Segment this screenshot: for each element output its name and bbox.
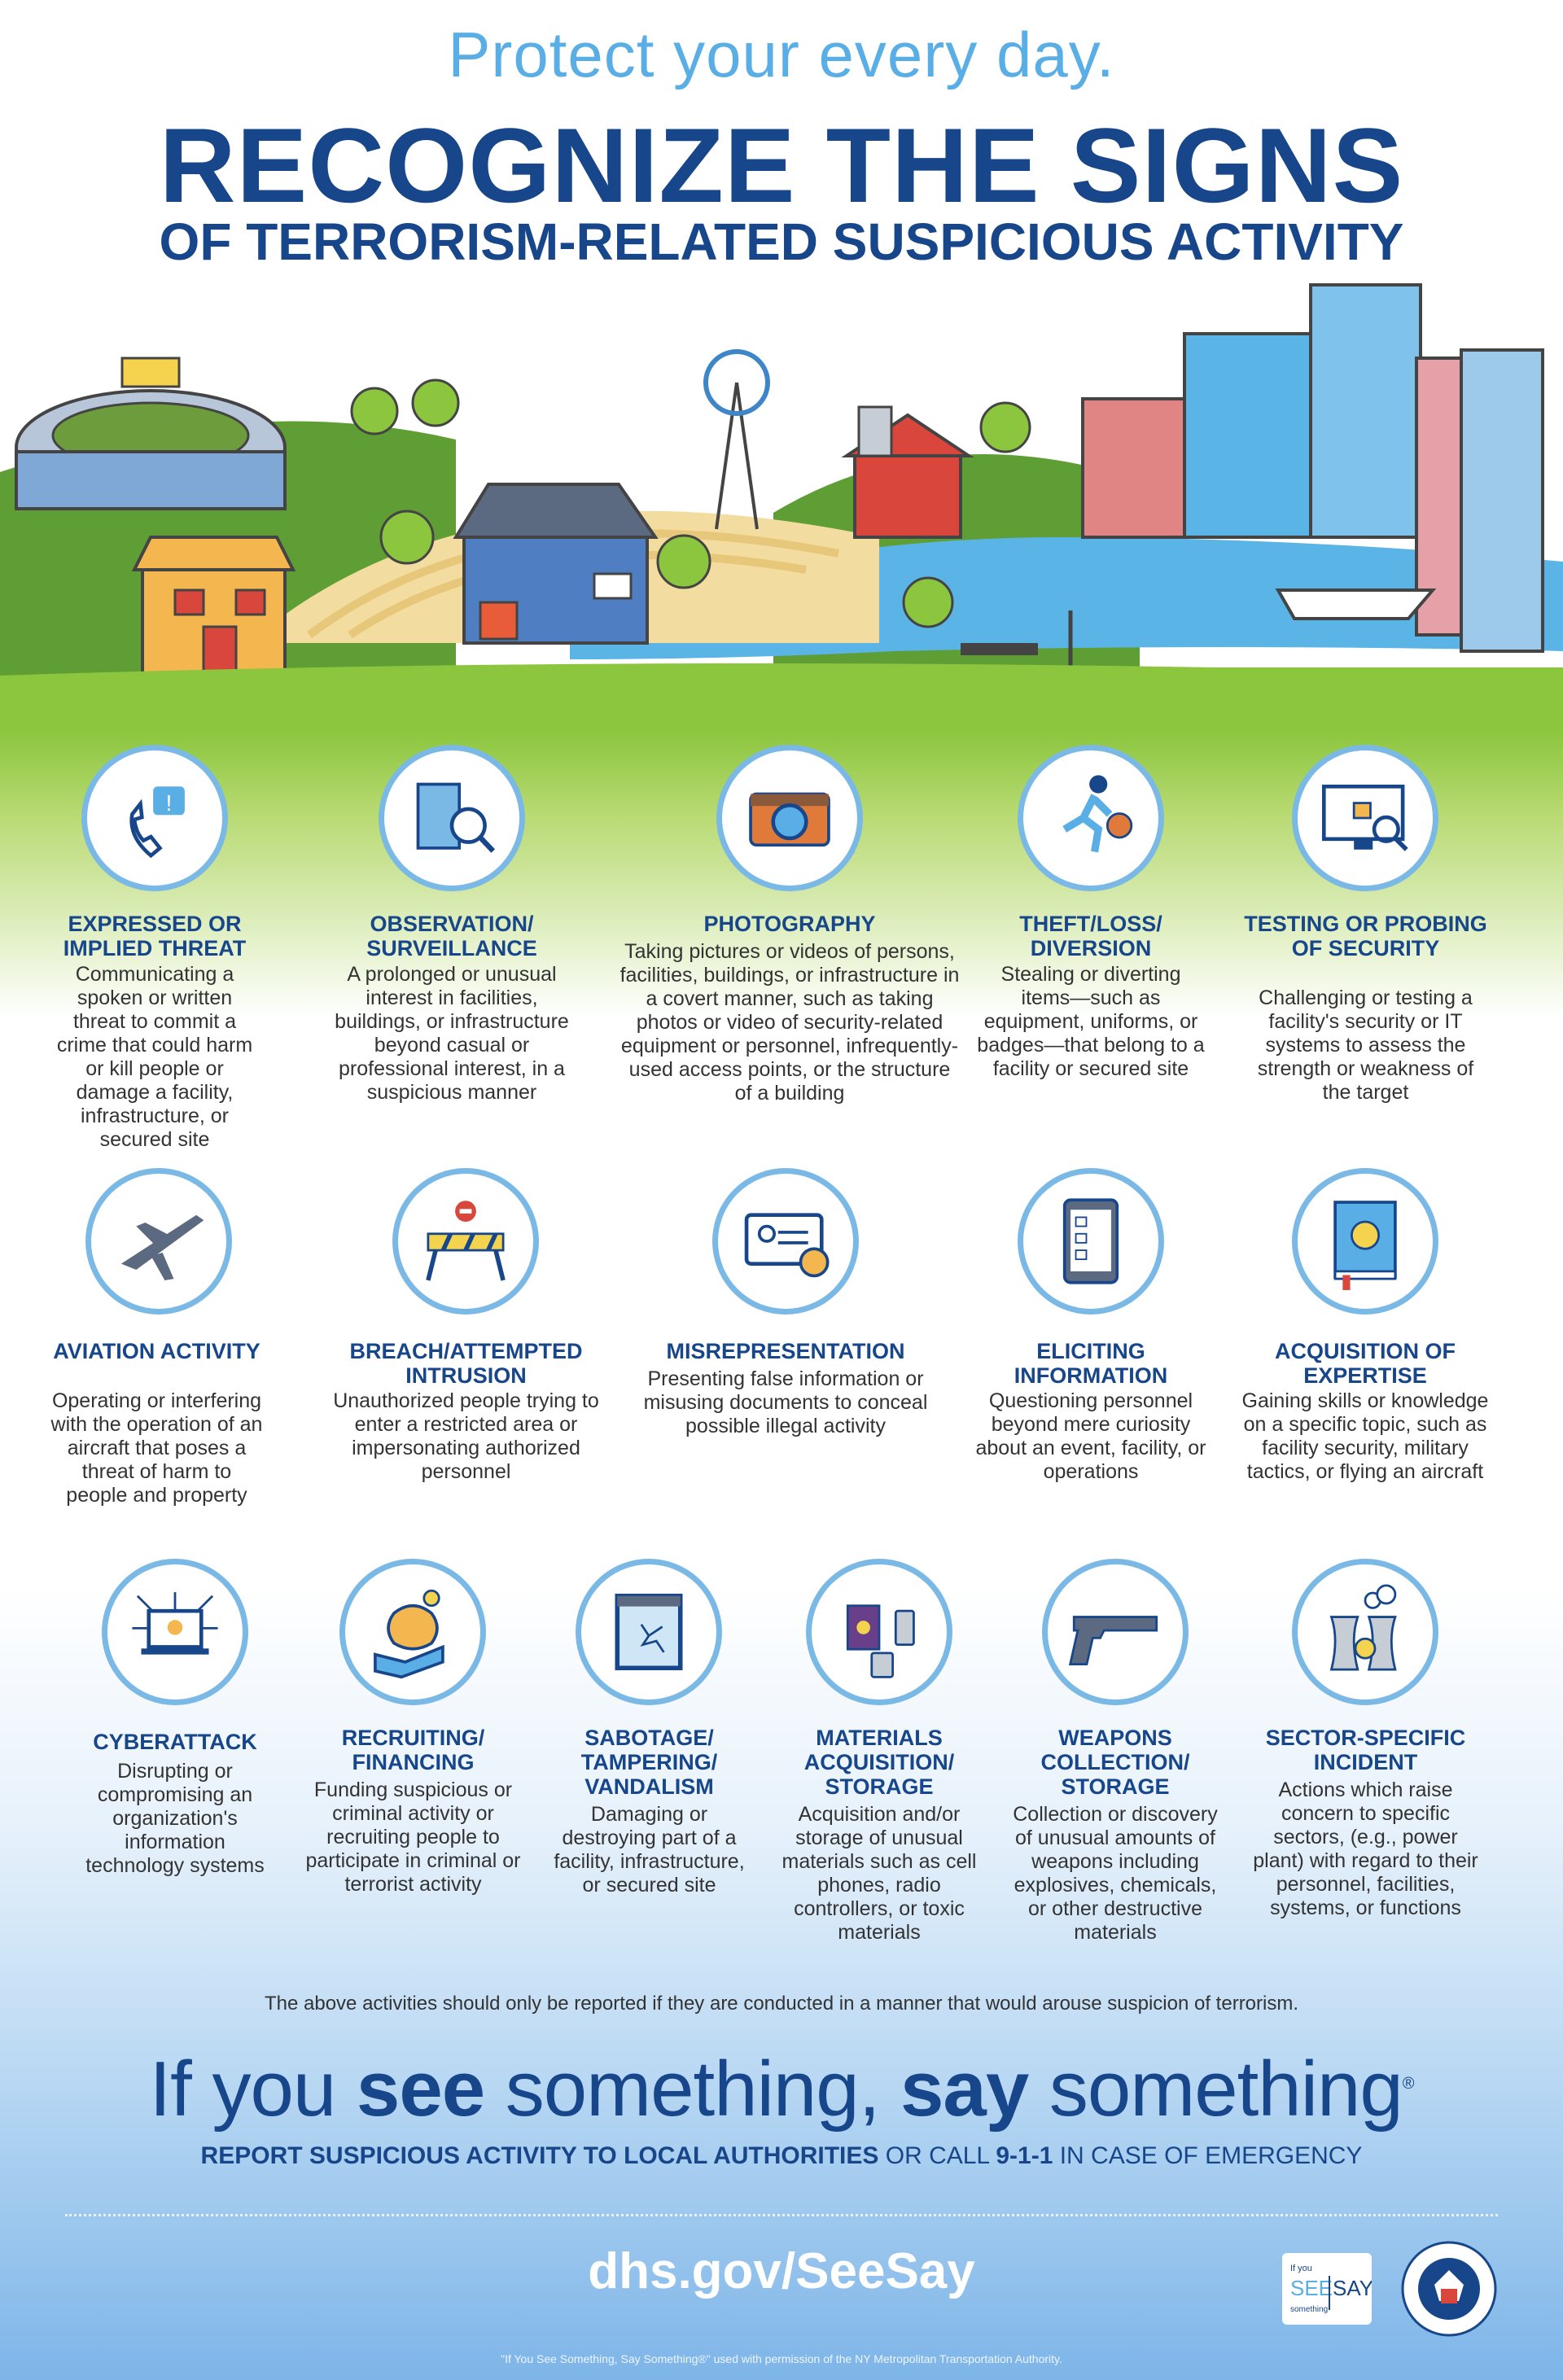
building-magnifier-icon xyxy=(379,745,525,891)
running-thief-icon xyxy=(1018,745,1164,891)
page-title: RECOGNIZE THE SIGNS xyxy=(159,106,1404,225)
sign-description: Presenting false information or misusing… xyxy=(643,1367,928,1437)
report-part: IN CASE OF EMERGENCY xyxy=(1053,2142,1363,2169)
sign-weapons-collection: WEAPONS COLLECTION/ STORAGE Collection o… xyxy=(1005,1559,1225,1944)
disclaimer-note: The above activities should only be repo… xyxy=(264,1993,1299,2015)
sign-title: OBSERVATION/ SURVEILLANCE xyxy=(366,912,537,960)
report-part: REPORT SUSPICIOUS ACTIVITY TO LOCAL AUTH… xyxy=(200,2142,879,2169)
id-card-alert-icon xyxy=(712,1168,859,1315)
laptop-skull-icon xyxy=(102,1559,248,1705)
monitor-lock-icon xyxy=(1292,745,1438,891)
sign-title: THEFT/LOSS/ DIVERSION xyxy=(1019,912,1162,960)
logo-if-you: If you xyxy=(1290,2264,1312,2273)
dhs-seal xyxy=(1400,2240,1498,2338)
sign-title: EXPRESSED OR IMPLIED THREAT xyxy=(63,912,247,960)
sign-eliciting-information: ELICITING INFORMATION Questioning person… xyxy=(973,1168,1209,1551)
sign-aviation-activity: AVIATION ACTIVITY Operating or interferi… xyxy=(49,1168,265,1551)
report-part: OR CALL xyxy=(878,2142,996,2169)
slogan-say: say xyxy=(900,2045,1029,2133)
handgun-icon xyxy=(1042,1559,1189,1705)
slogan: If you see something, say something® xyxy=(0,2045,1563,2134)
sign-cyberattack: CYBERATTACK Disrupting or compromising a… xyxy=(73,1559,277,1941)
see-say-logo: If you SEE SAY something xyxy=(1282,2253,1373,2325)
slogan-part: something xyxy=(1028,2045,1403,2133)
sign-description: A prolonged or unusual interest in facil… xyxy=(335,963,569,1104)
sign-description: Disrupting or compromising an organizati… xyxy=(85,1760,265,1877)
page-title-line2: OF TERRORISM-RELATED SUSPICIOUS ACTIVITY xyxy=(159,212,1404,271)
sign-theft-loss-diversion: THEFT/LOSS/ DIVERSION Stealing or divert… xyxy=(977,745,1205,1152)
sign-sector-specific: SECTOR-SPECIFIC INCIDENT Actions which r… xyxy=(1250,1559,1482,1941)
sign-description: Funding suspicious or criminal activity … xyxy=(305,1778,521,1896)
slogan-part: something, xyxy=(484,2045,901,2133)
sign-description: Challenging or testing a facility's secu… xyxy=(1257,987,1474,1104)
sign-title: SABOTAGE/ TAMPERING/ VANDALISM xyxy=(580,1726,718,1799)
sign-title: PHOTOGRAPHY xyxy=(703,912,876,936)
broken-window-icon xyxy=(576,1559,722,1705)
sign-title: ACQUISITION OF EXPERTISE xyxy=(1275,1339,1456,1388)
sign-description: Questioning personnel beyond mere curios… xyxy=(975,1389,1206,1483)
sign-misrepresentation: MISREPRESENTATION Presenting false infor… xyxy=(643,1168,928,1551)
sign-photography: PHOTOGRAPHY Taking pictures or videos of… xyxy=(619,745,961,1152)
sign-sabotage-tampering: SABOTAGE/ TAMPERING/ VANDALISM Damaging … xyxy=(549,1559,749,1941)
tablet-questions-icon xyxy=(1018,1168,1164,1315)
sign-title: AVIATION ACTIVITY xyxy=(53,1339,260,1363)
power-plant-icon xyxy=(1292,1559,1438,1705)
sign-title: ELICITING INFORMATION xyxy=(1014,1339,1168,1388)
divider xyxy=(65,2214,1498,2216)
sign-breach-intrusion: BREACH/ATTEMPTED INTRUSION Unauthorized … xyxy=(330,1168,602,1551)
sign-recruiting-financing: RECRUITING/ FINANCING Funding suspicious… xyxy=(305,1559,521,1941)
sign-title: TESTING OR PROBING OF SECURITY xyxy=(1244,912,1487,960)
report-instruction: REPORT SUSPICIOUS ACTIVITY TO LOCAL AUTH… xyxy=(0,2142,1563,2170)
sign-title: MISREPRESENTATION xyxy=(666,1339,905,1363)
website-link[interactable]: dhs.gov/SeeSay xyxy=(588,2243,975,2299)
logo-say: SAY xyxy=(1333,2276,1372,2300)
barricade-icon xyxy=(392,1168,539,1315)
sign-title: WEAPONS COLLECTION/ STORAGE xyxy=(1040,1726,1190,1799)
sign-description: Stealing or diverting items—such as equi… xyxy=(977,963,1205,1080)
sign-expressed-threat: ! EXPRESSED OR IMPLIED THREAT Communicat… xyxy=(49,745,260,1152)
phone-chat-icon: ! xyxy=(81,745,228,891)
slogan-see: see xyxy=(356,2045,485,2133)
registered-mark: ® xyxy=(1402,2075,1415,2093)
sign-title: SECTOR-SPECIFIC INCIDENT xyxy=(1265,1726,1466,1774)
radiation-book-icon xyxy=(1292,1168,1438,1315)
sign-materials-acquisition: MATERIALS ACQUISITION/ STORAGE Acquisiti… xyxy=(777,1559,981,1944)
emergency-number: 9-1-1 xyxy=(996,2142,1053,2169)
poison-phones-icon xyxy=(806,1559,952,1705)
money-bag-hand-icon xyxy=(339,1559,486,1705)
town-illustration xyxy=(0,283,1563,733)
sign-description: Operating or interfering with the operat… xyxy=(50,1389,263,1507)
sign-testing-probing: TESTING OR PROBING OF SECURITY Challengi… xyxy=(1241,745,1490,1152)
sign-description: Actions which raise concern to specific … xyxy=(1253,1778,1478,1919)
sign-description: Unauthorized people trying to enter a re… xyxy=(333,1389,599,1483)
sign-description: Damaging or destroying part of a facilit… xyxy=(554,1803,745,1897)
svg-text:!: ! xyxy=(166,790,173,816)
sign-description: Taking pictures or videos of persons, fa… xyxy=(620,940,960,1105)
sign-title: CYBERATTACK xyxy=(93,1730,257,1754)
sign-observation-surveillance: OBSERVATION/ SURVEILLANCE A prolonged or… xyxy=(334,745,570,1152)
page-subtitle: Protect your every day. xyxy=(448,19,1115,90)
logo-see: SEE xyxy=(1290,2276,1333,2300)
sign-description: Acquisition and/or storage of unusual ma… xyxy=(782,1803,977,1944)
sign-title: RECRUITING/ FINANCING xyxy=(341,1726,485,1774)
camera-icon xyxy=(716,745,863,891)
sign-title: BREACH/ATTEMPTED INTRUSION xyxy=(349,1339,583,1388)
sign-description: Collection or discovery of unusual amoun… xyxy=(1013,1803,1218,1944)
logo-something: something xyxy=(1290,2305,1328,2314)
sign-description: Communicating a spoken or written threat… xyxy=(56,963,253,1151)
sign-acquisition-expertise: ACQUISITION OF EXPERTISE Gaining skills … xyxy=(1239,1168,1491,1551)
permission-note: "If You See Something, Say Something®" u… xyxy=(501,2352,1062,2365)
slogan-part: If you xyxy=(149,2045,357,2133)
sign-title: MATERIALS ACQUISITION/ STORAGE xyxy=(803,1726,955,1799)
airplane-icon xyxy=(85,1168,232,1315)
sign-description: Gaining skills or knowledge on a specifi… xyxy=(1241,1389,1489,1483)
